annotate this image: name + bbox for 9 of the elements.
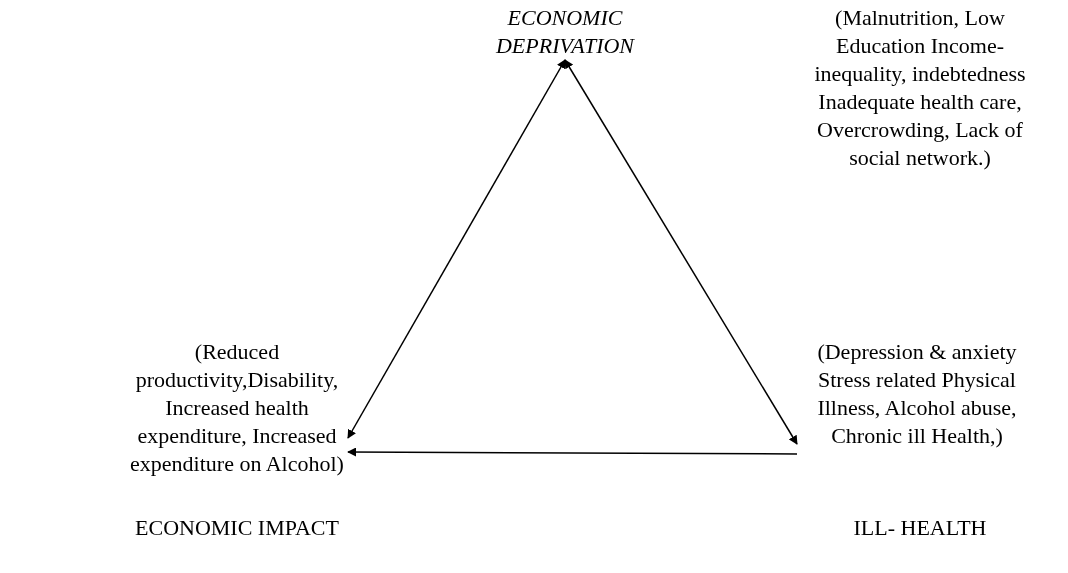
arrow xyxy=(347,447,798,457)
arrow xyxy=(564,59,798,445)
node-text: ECONOMIC DEPRIVATION xyxy=(494,4,636,60)
arrow xyxy=(347,59,566,439)
note-text: (Malnutrition, Low Education Income-inequality, indebtedness Inadequate health care, Overcrowding, Lack of social network.) xyxy=(813,4,1027,172)
node-caption: ILL- HEALTH xyxy=(852,514,988,542)
node-text: (Depression & anxiety Stress related Physical Illness, Alcohol abuse, Chronic ill Health,) xyxy=(816,338,1018,450)
node-caption: ECONOMIC IMPACT xyxy=(134,514,340,542)
node-text: (Reduced productivity,Disability, Increased health expenditure, Increased expenditure on Alcohol) xyxy=(129,338,345,478)
